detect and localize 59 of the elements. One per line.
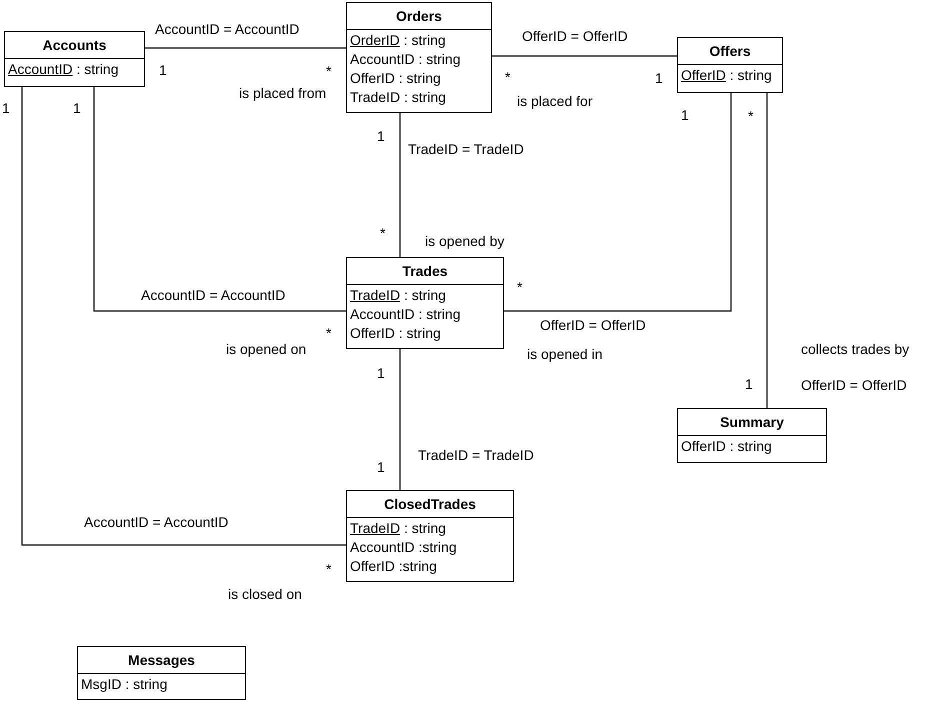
class-box xyxy=(4,31,145,87)
class-name: ClosedTrades xyxy=(347,491,513,518)
multiplicity-label: collects trades by xyxy=(801,340,910,358)
multiplicity-label: is placed for xyxy=(517,92,592,110)
multiplicity-label: 1 xyxy=(377,127,385,145)
multiplicity-label: is placed from xyxy=(239,84,326,102)
multiplicity-label: * xyxy=(517,278,522,296)
association-line xyxy=(504,93,732,312)
multiplicity-label: is opened by xyxy=(425,232,504,250)
attribute-text: OfferID : string xyxy=(350,324,442,343)
class-box xyxy=(346,2,492,113)
association-line xyxy=(766,93,768,408)
multiplicity-label: 1 xyxy=(159,61,167,79)
multiplicity-label: * xyxy=(326,560,332,578)
attribute-text: AccountID : string xyxy=(350,50,462,69)
attribute-text: OfferID : string xyxy=(681,437,773,456)
attribute-text: MsgID : string xyxy=(81,675,168,694)
class-name: Summary xyxy=(678,409,826,436)
attribute-text: AccountID : string xyxy=(8,60,120,79)
attribute-text: OfferID :string xyxy=(350,557,438,576)
association-line xyxy=(145,47,346,49)
multiplicity-label: * xyxy=(326,324,332,342)
multiplicity-label: is closed on xyxy=(228,585,302,603)
multiplicity-label: 1 xyxy=(377,458,385,476)
multiplicity-label: 1 xyxy=(681,106,689,124)
class-box xyxy=(346,257,504,349)
association-line xyxy=(21,87,346,546)
association-line xyxy=(93,87,346,312)
class-box xyxy=(677,37,783,93)
class-name: Offers xyxy=(678,38,782,65)
association-line xyxy=(492,55,677,57)
multiplicity-label: 1 xyxy=(745,375,753,393)
attribute-text: AccountID :string xyxy=(350,538,458,557)
multiplicity-label: 1 xyxy=(2,99,10,117)
class-name: Messages xyxy=(78,647,245,674)
attribute-text: OfferID : string xyxy=(681,66,773,85)
attribute-text: AccountID : string xyxy=(350,305,462,324)
class-name: Trades xyxy=(347,258,503,285)
multiplicity-label: 1 xyxy=(655,69,663,87)
attribute-text: TradeID : string xyxy=(350,88,447,107)
attribute-text: OrderID : string xyxy=(350,31,447,50)
multiplicity-label: 1 xyxy=(73,99,81,117)
class-box xyxy=(677,408,827,463)
class-box xyxy=(77,646,246,700)
multiplicity-label: * xyxy=(505,68,510,86)
class-name: Orders xyxy=(347,3,491,30)
attribute-text: TradeID : string xyxy=(350,286,447,305)
class-box xyxy=(346,490,514,582)
association-line xyxy=(399,113,401,257)
multiplicity-label: 1 xyxy=(377,364,385,382)
multiplicity-label: * xyxy=(326,62,332,80)
multiplicity-label: is opened on xyxy=(226,340,306,358)
multiplicity-label: * xyxy=(748,107,754,125)
association-line xyxy=(399,349,401,490)
attribute-text: OfferID : string xyxy=(350,69,442,88)
multiplicity-label: * xyxy=(380,224,386,242)
class-name: Accounts xyxy=(5,32,144,59)
attribute-text: TradeID : string xyxy=(350,519,447,538)
multiplicity-label: is opened in xyxy=(527,345,603,363)
